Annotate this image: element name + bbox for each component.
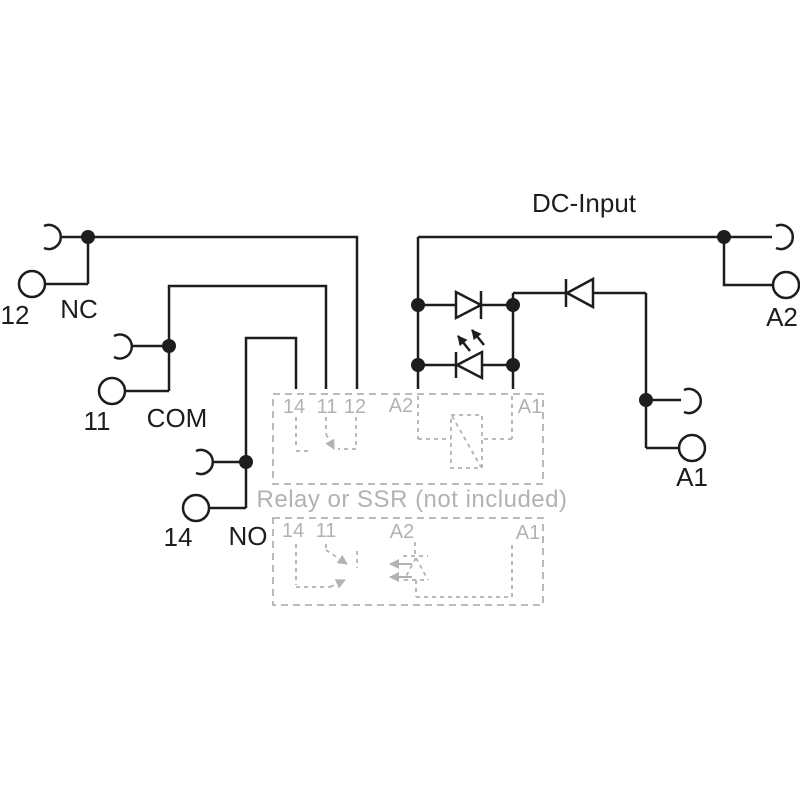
terminal-label-11: 11: [83, 406, 111, 436]
relay-pin-label-12: 12: [343, 396, 367, 418]
screw-terminal-12: [17, 269, 47, 299]
terminal-label-com: COM: [146, 403, 208, 433]
ssr-pin-label-a1: A1: [515, 522, 541, 544]
relay-pin-label-11: 11: [316, 396, 338, 418]
clamp-contact-icon: [43, 223, 62, 251]
terminal-label-14: 14: [163, 522, 193, 552]
terminal-label-a2: A2: [766, 302, 798, 332]
wire-no: [209, 460, 248, 510]
relay-box-outline: [272, 393, 544, 485]
junction-dot: [162, 339, 176, 353]
wire-series-diode: [513, 291, 681, 450]
ssr-box-outline: [272, 517, 544, 606]
wire-nc: [45, 235, 90, 286]
module-note-label: Relay or SSR (not included): [256, 486, 568, 513]
clamp-contact-icon: [775, 223, 794, 251]
wire-no-to-pin14: [244, 336, 298, 462]
ssr-pin-label-a2: A2: [389, 521, 415, 543]
terminal-group-com-11: [97, 284, 328, 406]
screw-terminal-14: [181, 493, 211, 523]
junction-dot: [81, 230, 95, 244]
relay-pin-label-a2: A2: [388, 395, 414, 417]
relay-pin-label-14: 14: [282, 396, 306, 418]
wire-nc-to-pin12: [88, 235, 359, 389]
terminal-label-a1: A1: [676, 462, 708, 492]
junction-dots-dc: [411, 230, 731, 407]
ssr-pin-label-14: 14: [281, 520, 305, 542]
clamp-contact-icon: [195, 448, 214, 476]
junction-dot: [239, 455, 253, 469]
ssr-pin-label-11: 11: [315, 520, 337, 542]
terminal-label-nc: NC: [60, 294, 98, 324]
dc-input-label: DC-Input: [531, 188, 637, 218]
relay-coil-symbol: [417, 396, 513, 469]
terminal-label-12: 12: [0, 300, 30, 330]
wire-com-to-pin11: [167, 284, 328, 389]
dc-input-net: [416, 223, 800, 463]
terminal-label-no: NO: [228, 521, 268, 551]
diode-protection-icon: [454, 289, 484, 321]
clamp-contact-icon: [683, 387, 702, 415]
diode-series-icon: [564, 276, 595, 310]
screw-terminal-11: [97, 376, 127, 406]
status-led-icon: [454, 329, 485, 381]
ssr-led-symbol: [403, 542, 513, 598]
screw-terminal-a1: [677, 433, 707, 463]
ssr-led-emission-arrows: [389, 559, 412, 582]
ssr-contact-symbol: [295, 544, 358, 589]
relay-pin-label-a1: A1: [517, 396, 543, 418]
screw-terminal-a2: [771, 270, 800, 300]
wire-a2-drop: [722, 237, 772, 287]
terminal-group-nc-12: [17, 223, 359, 389]
clamp-contact-icon: [113, 333, 134, 360]
relay-contact-symbol: [295, 417, 357, 452]
terminal-group-no-14: [181, 336, 298, 523]
